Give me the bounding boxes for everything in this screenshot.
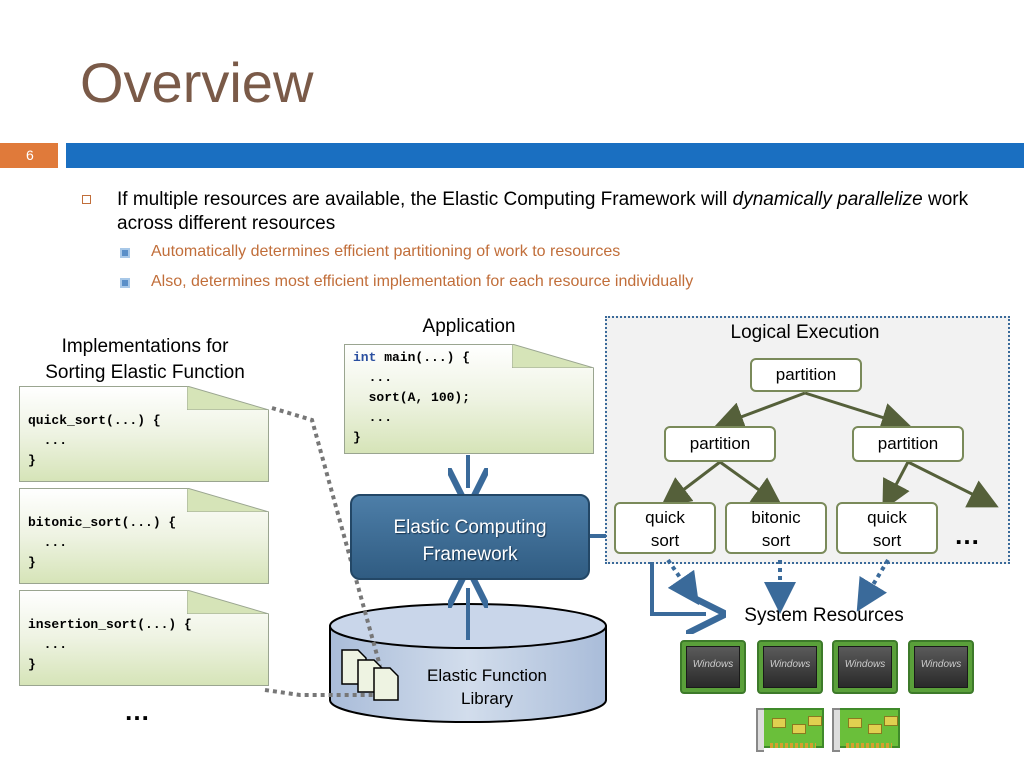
slide-number: 6 [0,143,58,168]
partition-node-right: partition [852,426,964,462]
node-label-line: quick [645,508,685,527]
implementations-heading: Implementations for Sorting Elastic Func… [22,334,268,386]
cpu-chip-icon: Windows [680,640,746,694]
node-label-line: sort [650,531,680,550]
page-fold-icon [187,488,269,512]
node-label-line: sort [761,531,791,550]
implementations-heading-line: Sorting Elastic Function [45,362,245,383]
page-fold-icon [512,344,594,368]
header-bar [66,143,1024,168]
code-line: ... [28,433,68,448]
code-line: bitonic_sort(...) { [28,515,177,530]
insertion-sort-document: insertion_sort(...) { ... } [19,590,269,686]
node-label-line: sort [872,531,902,550]
sub-bullet-text: Automatically determines efficient parti… [151,243,621,260]
bullet-square-icon [82,195,91,204]
page-fold-icon [187,590,269,614]
fpga-card-icon [756,708,824,752]
cpu-chip-icon: Windows [757,640,823,694]
page-fold-icon [187,386,269,410]
library-label: Elastic Function Library [404,664,570,710]
framework-label-line: Elastic Computing [393,517,547,538]
code-line: insertion_sort(...) { [28,617,192,632]
cpu-chip-label: Windows [686,646,740,688]
quick-sort-document: quick_sort(...) { ... } [19,386,269,482]
library-label-line: Library [461,689,513,708]
quick-sort-node: quick sort [614,502,716,554]
bitonic-sort-document: bitonic_sort(...) { ... } [19,488,269,584]
code-line: } [28,453,36,468]
code-line: sort(A, 100); [353,390,471,405]
code-line: ... [353,410,393,425]
application-document: int main(...) { ... sort(A, 100); ... } [344,344,594,454]
node-label-line: bitonic [751,508,801,527]
fpga-card-icon [832,708,900,752]
partition-node-left: partition [664,426,776,462]
code-line: main(...) { [376,350,471,365]
node-label-line: quick [867,508,907,527]
main-bullet-text-post: work across different resources [117,189,969,234]
code-line: ... [353,370,393,385]
page-title: Overview [80,51,314,114]
main-bullet-emphasis: dynamically parallelize [732,189,923,210]
implementations-heading-line: Implementations for [61,336,229,357]
cpu-chip-icon: Windows [832,640,898,694]
code-line: ... [28,535,68,550]
code-line: } [28,555,36,570]
framework-label-line: Framework [422,544,518,565]
library-label-line: Elastic Function [427,666,547,685]
quick-sort-node: quick sort [836,502,938,554]
cpu-chip-label: Windows [838,646,892,688]
code-line: ... [28,637,68,652]
main-bullet-text: If multiple resources are available, the… [117,188,997,236]
code-keyword: int [353,350,377,365]
more-leaves-ellipsis: … [954,520,982,550]
code-line: } [353,430,361,445]
cpu-chip-label: Windows [914,646,968,688]
more-implementations-ellipsis: … [124,696,152,726]
code-line: } [28,657,36,672]
cpu-chip-icon: Windows [908,640,974,694]
cpu-chip-label: Windows [763,646,817,688]
main-bullet-text-pre: If multiple resources are available, the… [117,189,733,210]
logical-execution-label: Logical Execution [730,322,880,343]
sub-bullet-square-icon [120,278,130,288]
sub-bullet-square-icon [120,248,130,258]
code-line: quick_sort(...) { [28,413,161,428]
partition-node-root: partition [750,358,862,392]
application-label: Application [422,316,516,337]
sub-bullet-text: Also, determines most efficient implemen… [151,273,694,290]
bitonic-sort-node: bitonic sort [725,502,827,554]
